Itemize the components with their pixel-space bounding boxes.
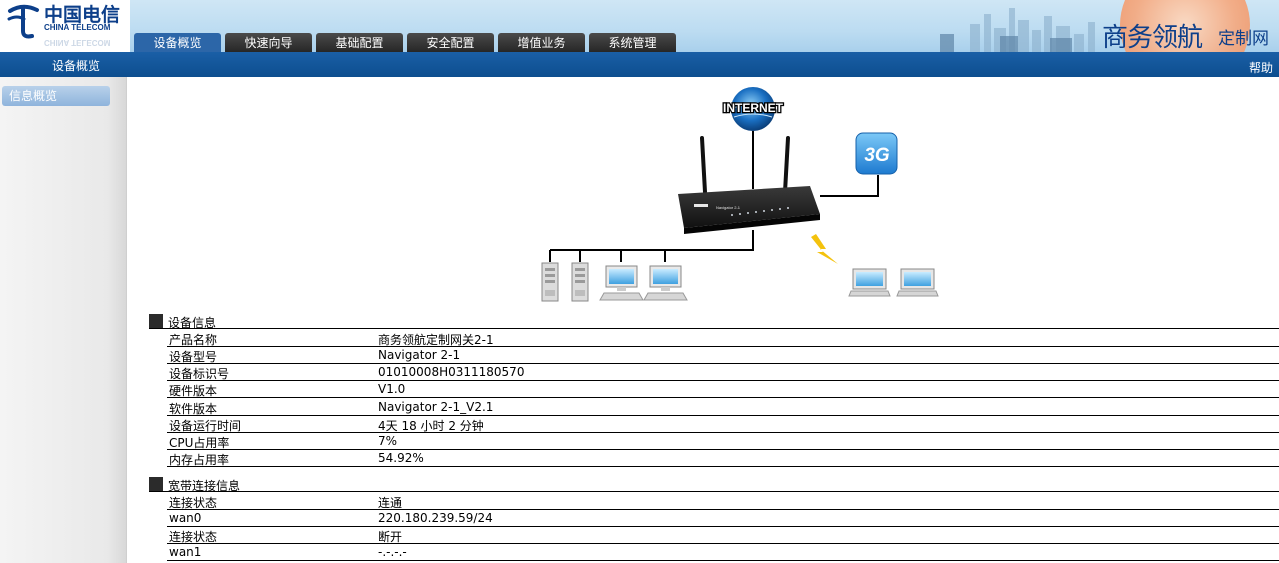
brand-title: 商务领航 <box>1102 23 1203 52</box>
table-row: 连接状态 断开 <box>167 527 1279 544</box>
field-value: 连通 <box>378 496 403 510</box>
internet-label: INTERNET <box>723 101 784 115</box>
field-value: 01010008H0311180570 <box>378 365 525 379</box>
breadcrumb: 设备概览 <box>52 59 101 73</box>
network-diagram: INTERNET 3G Navigator 2-1 <box>520 82 960 307</box>
main-tabs: 设备概览 快速向导 基础配置 安全配置 增值业务 系统管理 <box>134 33 676 52</box>
table-row: 内存占用率 54.92% <box>167 450 1279 467</box>
internet-globe-icon: INTERNET <box>722 87 785 131</box>
field-label: 内存占用率 <box>169 453 230 467</box>
field-value: 220.180.239.59/24 <box>378 511 493 525</box>
field-value: 54.92% <box>378 451 424 465</box>
table-row: 连接状态 连通 <box>167 493 1279 510</box>
computer-icon <box>848 268 891 297</box>
table-row: 硬件版本 V1.0 <box>167 381 1279 398</box>
table-row: 设备标识号 01010008H0311180570 <box>167 364 1279 381</box>
tab-security-config[interactable]: 安全配置 <box>407 33 494 52</box>
field-label: 连接状态 <box>169 496 218 510</box>
china-telecom-logo: 中国电信 CHINA TELECOM CHINA TELECOM <box>0 0 130 52</box>
field-value: 商务领航定制网关2-1 <box>378 333 494 347</box>
field-label: 设备运行时间 <box>169 419 242 433</box>
tab-quick-wizard[interactable]: 快速向导 <box>225 33 312 52</box>
field-value: -.-.-.- <box>378 545 407 559</box>
tab-basic-config[interactable]: 基础配置 <box>316 33 403 52</box>
server-icon <box>541 262 559 302</box>
section-square-icon <box>149 477 163 491</box>
computer-icon <box>643 265 688 301</box>
table-row: 产品名称 商务领航定制网关2-1 <box>167 330 1279 347</box>
field-value: 断开 <box>378 530 403 544</box>
logo-reflection: CHINA TELECOM <box>44 38 111 47</box>
table-row: wan0 220.180.239.59/24 <box>167 510 1279 527</box>
field-label: wan0 <box>169 511 202 525</box>
logo-english-text: CHINA TELECOM <box>44 23 111 32</box>
header-banner: 商务领航 定制网 中国电信 CHINA TELECOM CHINA TELECO… <box>0 0 1279 52</box>
field-value: Navigator 2-1 <box>378 348 461 362</box>
tab-system-management[interactable]: 系统管理 <box>589 33 676 52</box>
field-label: CPU占用率 <box>169 436 230 450</box>
broadband-info-title: 宽带连接信息 <box>168 479 241 493</box>
table-row: wan1 -.-.-.- <box>167 544 1279 561</box>
field-label: 设备型号 <box>169 350 218 364</box>
table-row: 设备型号 Navigator 2-1 <box>167 347 1279 364</box>
3g-icon: 3G <box>855 132 898 175</box>
field-label: 硬件版本 <box>169 384 218 398</box>
field-value: 4天 18 小时 2 分钟 <box>378 419 484 433</box>
tab-value-added[interactable]: 增值业务 <box>498 33 585 52</box>
field-label: 产品名称 <box>169 333 218 347</box>
field-value: Navigator 2-1_V2.1 <box>378 400 494 414</box>
field-label: 设备标识号 <box>169 367 230 381</box>
field-label: 软件版本 <box>169 402 218 416</box>
device-info-header: 设备信息 <box>149 313 1279 330</box>
field-value: V1.0 <box>378 382 406 396</box>
table-row: CPU占用率 7% <box>167 433 1279 450</box>
computer-icon <box>896 268 939 297</box>
computer-icon <box>599 265 644 301</box>
device-info-title: 设备信息 <box>168 316 217 330</box>
field-label: 连接状态 <box>169 530 218 544</box>
telecom-logo-icon <box>7 4 39 39</box>
broadband-info-header: 宽带连接信息 <box>149 476 1279 493</box>
field-value: 7% <box>378 434 398 448</box>
router-model-label: Navigator 2-1 <box>716 205 741 210</box>
3g-label: 3G <box>864 145 890 166</box>
wireless-signal-icon <box>811 234 838 264</box>
section-square-icon <box>149 314 163 328</box>
server-icon <box>571 262 589 302</box>
sidebar: 信息概览 <box>0 77 127 563</box>
skyline-graphic <box>900 0 1279 52</box>
field-label: wan1 <box>169 545 202 559</box>
table-row: 软件版本 Navigator 2-1_V2.1 <box>167 399 1279 416</box>
brand-emblem <box>1120 0 1250 52</box>
logo-chinese-text: 中国电信 <box>44 4 121 26</box>
sub-navbar: 设备概览 帮助 <box>0 52 1279 77</box>
tab-device-overview[interactable]: 设备概览 <box>134 33 221 52</box>
router-icon: Navigator 2-1 <box>678 136 820 234</box>
sidebar-item-info-overview[interactable]: 信息概览 <box>2 86 110 106</box>
help-link[interactable]: 帮助 <box>1248 61 1273 75</box>
brand-subtitle: 定制网 <box>1218 29 1269 49</box>
table-row: 设备运行时间 4天 18 小时 2 分钟 <box>167 416 1279 433</box>
